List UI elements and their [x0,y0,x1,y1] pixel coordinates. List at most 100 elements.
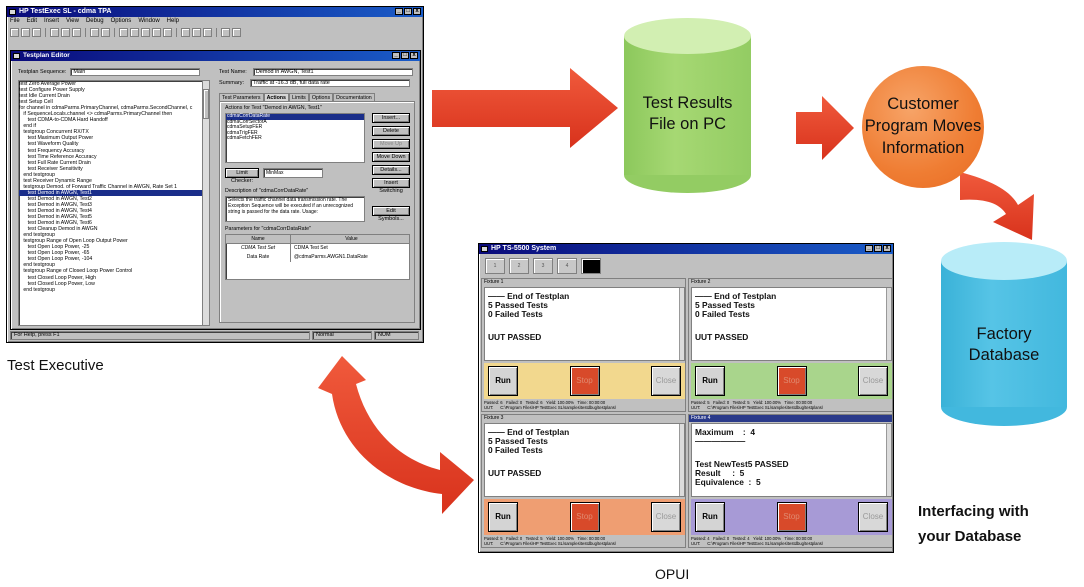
run-button[interactable]: Run [695,366,725,396]
limit-checker-select[interactable]: MinMax [263,168,323,178]
close-icon[interactable]: x [883,245,891,252]
menu-item-debug[interactable]: Debug [85,18,104,24]
tree-item[interactable]: test Closed Loop Power, High [19,274,96,281]
new-icon[interactable] [10,27,19,37]
tree-item[interactable]: test Waveform Quality [19,141,79,148]
tab-documentation[interactable]: Documentation [333,93,375,102]
tree-item[interactable]: test Demod in AWGN, Test5 [19,214,92,221]
tree-item[interactable]: end testgroup [19,232,56,239]
tree-item[interactable]: end testgroup [19,286,56,293]
table-row[interactable]: CDMA Test Set CDMA Test Set [226,244,409,253]
tree-item[interactable]: test Receiver Dynamic Range [19,177,92,184]
fixture-2-icon[interactable]: 2 [509,258,529,274]
stop-button[interactable]: Stop [776,502,807,532]
tree-item[interactable]: test CDMA-to-CDMA Hard Handoff [19,117,108,124]
fixture-3-icon[interactable]: 3 [533,258,553,274]
stop-button[interactable]: Stop [776,366,807,396]
stop-icon[interactable] [152,27,161,37]
action-item[interactable]: cdmaFetchFER [227,135,262,142]
move-down-button[interactable]: Move Down [372,152,410,162]
save-icon[interactable] [32,27,41,37]
settings-icon[interactable] [203,27,212,37]
tab-test-parameters[interactable]: Test Parameters [219,93,264,102]
minimize-icon[interactable]: _ [865,245,873,252]
cut-icon[interactable] [50,27,59,37]
sequence-select[interactable]: Main [70,68,201,76]
tree-item[interactable]: test Demod in AWGN, Test3 [19,201,92,208]
stop-button[interactable]: Stop [569,502,600,532]
test-name-field[interactable]: Demod in AWGN, Test1 [252,68,413,76]
action-item[interactable]: cdmaTrigFER [227,129,258,136]
close-button[interactable]: Close [858,502,888,532]
details-button[interactable]: Details... [372,165,410,175]
fixture-4-icon[interactable]: 4 [557,258,577,274]
action-item[interactable]: cdmaCorrSectorA [227,118,267,125]
insert-switching-button[interactable]: Insert Switching [372,178,410,194]
maximize-icon[interactable]: □ [404,8,412,15]
minimize-icon[interactable]: _ [395,8,403,15]
run-button[interactable]: Run [488,366,518,396]
find-icon[interactable] [90,27,99,37]
scroll-thumb[interactable] [203,89,209,119]
watch-icon[interactable] [181,27,190,37]
tree-item[interactable]: test Setup Cell [19,99,53,106]
print-icon[interactable] [221,27,230,37]
tree-item[interactable]: test Demod in AWGN, Test1 [19,189,209,196]
tree-item[interactable]: if SequenceLocals.channel <> cdmaParms.P… [19,111,173,118]
stop-all-icon[interactable] [581,258,601,274]
menu-item-window[interactable]: Window [138,18,160,24]
output-scrollbar[interactable] [886,288,891,360]
tree-item[interactable]: test Open Loop Power, -104 [19,256,93,263]
minimize-icon[interactable]: _ [392,52,400,59]
close-button[interactable]: Close [858,366,888,396]
output-scrollbar[interactable] [679,288,684,360]
tree-item[interactable]: end testgroup [19,262,56,269]
action-item[interactable]: cdmaCorrDataRate [226,113,364,120]
tree-item[interactable]: test Demod in AWGN, Test6 [19,220,92,227]
action-item[interactable]: cdmaSetupFER [227,124,263,131]
close-button[interactable]: Close [651,366,681,396]
table-row[interactable]: Data Rate @cdmaParms.AWGN1.DataRate [226,253,409,262]
output-scrollbar[interactable] [679,424,684,496]
tree-item[interactable]: test Demod in AWGN, Test4 [19,207,92,214]
maximize-icon[interactable]: □ [401,52,409,59]
tree-item[interactable]: testgroup Range of Open Loop Output Powe… [19,238,128,245]
menu-item-file[interactable]: File [10,18,20,24]
tree-item[interactable]: test Maximum Output Power [19,135,94,142]
tree-scrollbar[interactable] [202,81,209,325]
run-icon[interactable] [119,27,128,37]
tree-item[interactable]: for channel in cdmaParms.PrimaryChannel,… [19,105,193,112]
run-button[interactable]: Run [488,502,518,532]
insert-button[interactable]: Insert... [372,113,410,123]
tree-item[interactable]: testgroup Concurrent RX/TX [19,129,89,136]
close-icon[interactable]: x [413,8,421,15]
tree-item[interactable]: testgroup Demod. of Forward Traffic Chan… [19,183,177,190]
stop-button[interactable]: Stop [569,366,600,396]
tree-item[interactable]: test Open Loop Power, -65 [19,250,90,257]
menu-item-insert[interactable]: Insert [44,18,60,24]
tree-item[interactable]: test Closed Loop Power, Low [19,280,95,287]
output-scrollbar[interactable] [886,424,891,496]
tab-limits[interactable]: Limits [289,93,309,102]
run-button[interactable]: Run [695,502,725,532]
menu-item-view[interactable]: View [66,18,79,24]
limit-checker-button[interactable]: Limit Checker: [225,168,259,184]
tree-item[interactable]: test Configure Power Supply [19,87,85,94]
open-icon[interactable] [21,27,30,37]
report-icon[interactable] [192,27,201,37]
tree-item[interactable]: test Time Reference Accuracy [19,153,97,160]
tree-item[interactable]: test Frequency Accuracy [19,147,85,154]
tree-item[interactable]: test Demod in AWGN, Test2 [19,195,92,202]
fixture-1-icon[interactable]: 1 [485,258,505,274]
tree-item[interactable]: test Cleanup Demod in AWGN [19,226,98,233]
tree-item[interactable]: test Receiver Sensitivity [19,165,83,172]
maximize-icon[interactable]: □ [874,245,882,252]
paste-icon[interactable] [72,27,81,37]
tree-item[interactable]: end if [19,123,37,130]
tree-item[interactable]: test Idle Current Drain [19,93,70,100]
tab-actions[interactable]: Actions [263,93,289,102]
delete-button[interactable]: Delete [372,126,410,136]
tree-item[interactable]: end testgroup [19,171,56,178]
menu-item-options[interactable]: Options [110,18,132,24]
